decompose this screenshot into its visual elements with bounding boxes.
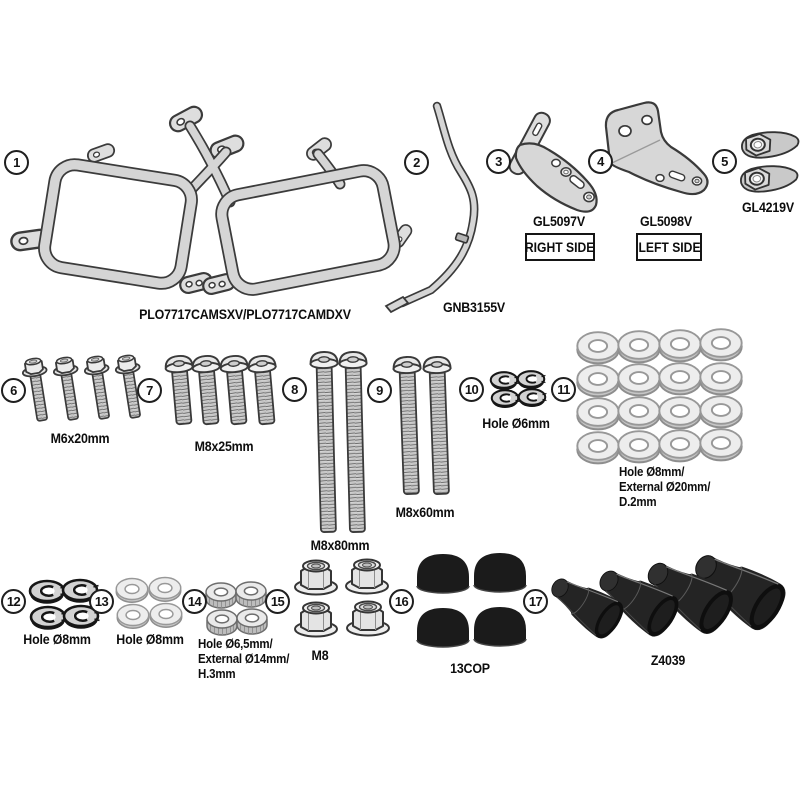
label-part-14-line2: External Ø14mm/ — [198, 652, 290, 666]
callout-3: 3 — [486, 149, 511, 174]
label-part-11-line3: D.2mm — [619, 495, 657, 509]
left-side-box: LEFT SIDE — [636, 233, 702, 261]
callout-1: 1 — [4, 150, 29, 175]
label-part-11-line1: Hole Ø8mm/ — [619, 465, 685, 479]
label-part-2: GNB3155V — [442, 300, 506, 315]
bolts-m8x60-drawing — [392, 355, 452, 495]
label-part-9: M8x60mm — [395, 505, 455, 520]
label-part-14: Hole Ø6,5mm/ External Ø14mm/ H.3mm — [198, 637, 289, 682]
label-part-12: Hole Ø8mm — [23, 632, 91, 647]
bolts-m8x25-drawing — [163, 353, 278, 426]
callout-5: 5 — [712, 149, 737, 174]
callout-11: 11 — [551, 377, 576, 402]
right-side-box-text: RIGHT SIDE — [525, 239, 595, 255]
flat-washers-8mm-drawing — [576, 328, 743, 465]
small-flat-washers-drawing — [115, 576, 183, 629]
callout-10: 10 — [459, 377, 484, 402]
nuts-m8-drawing — [294, 558, 390, 638]
cones-z4039-drawing — [541, 538, 793, 644]
callout-16: 16 — [389, 589, 414, 614]
bolts-m6x20-drawing — [19, 352, 142, 422]
callout-8: 8 — [282, 377, 307, 402]
callout-13: 13 — [89, 589, 114, 614]
spring-washers-6mm-drawing — [489, 370, 548, 409]
label-part-16: 13COP — [450, 661, 490, 676]
label-part-1: PLO7717CAMSXV/PLO7717CAMDXV — [139, 307, 351, 322]
callout-9: 9 — [367, 378, 392, 403]
right-side-box: RIGHT SIDE — [525, 233, 595, 261]
callout-17: 17 — [523, 589, 548, 614]
bolts-m8x80-drawing — [309, 350, 368, 533]
callout-4: 4 — [588, 149, 613, 174]
label-part-10: Hole Ø6mm — [482, 416, 550, 431]
left-side-box-text: LEFT SIDE — [637, 239, 701, 255]
label-part-8: M8x80mm — [310, 538, 370, 553]
callout-6: 6 — [1, 378, 26, 403]
spacers-drawing — [205, 581, 268, 636]
left-bracket-drawing — [604, 101, 709, 196]
right-bracket-drawing — [508, 111, 598, 213]
callout-2: 2 — [404, 150, 429, 175]
nut-plates-drawing — [738, 127, 800, 196]
caps-13cop-drawing — [416, 552, 527, 648]
label-part-5: GL4219V — [742, 200, 794, 215]
callout-12: 12 — [1, 589, 26, 614]
support-bar-drawing — [384, 101, 479, 314]
label-part-7: M8x25mm — [194, 439, 254, 454]
label-part-6: M6x20mm — [50, 431, 110, 446]
label-part-3: GL5097V — [533, 214, 585, 229]
label-part-11: Hole Ø8mm/ External Ø20mm/ D.2mm — [619, 465, 710, 510]
pannier-frames-drawing — [9, 102, 415, 297]
label-part-14-line1: Hole Ø6,5mm/ — [198, 637, 273, 651]
callout-15: 15 — [265, 589, 290, 614]
label-part-17: Z4039 — [650, 653, 686, 668]
label-part-15: M8 — [311, 648, 329, 663]
callout-7: 7 — [137, 378, 162, 403]
label-part-11-line2: External Ø20mm/ — [619, 480, 711, 494]
label-part-14-line3: H.3mm — [198, 667, 236, 681]
callout-14: 14 — [182, 589, 207, 614]
label-part-13: Hole Ø8mm — [116, 632, 184, 647]
label-part-4: GL5098V — [640, 214, 692, 229]
